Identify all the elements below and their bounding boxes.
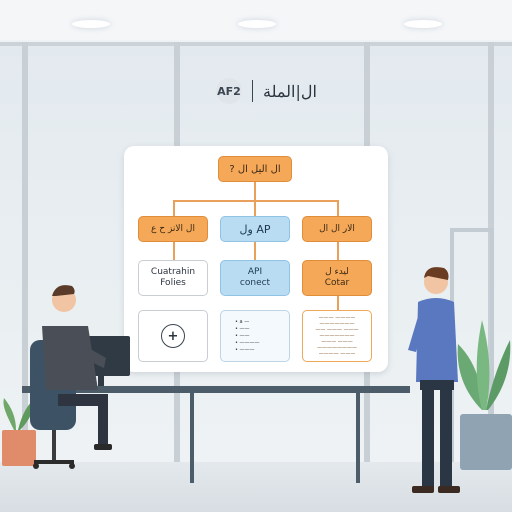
monitor-stand (98, 376, 104, 386)
window-top-frame (0, 42, 512, 46)
connector-line (173, 242, 175, 260)
node-row1-left: ال الانز ح ع (138, 216, 208, 242)
connector-line (254, 200, 256, 216)
list-item: ——————— (319, 321, 355, 327)
plus-icon: + (161, 324, 185, 348)
plant-right (457, 320, 512, 470)
company-logo: AF2 ال|الملة (216, 78, 317, 104)
list-item: ——————— (319, 333, 355, 339)
standing-person (408, 267, 460, 493)
node-row3-right: ——— ———— ——————— —— ——— ——— ——————— ——— … (302, 310, 372, 362)
desk (22, 386, 410, 393)
list-item: —— ——— ——— (315, 327, 359, 333)
seated-person (30, 285, 112, 469)
logo-separator (252, 80, 253, 102)
logo-badge: AF2 (216, 78, 242, 104)
list-item: • ———— (235, 339, 260, 346)
connector-line (173, 200, 339, 202)
list-item: ——— ——— (321, 339, 353, 345)
logo-title: ال|الملة (263, 81, 317, 101)
node-row2-middle: API conect (220, 260, 290, 296)
node-row2-right: ليدء ل Cotar (302, 260, 372, 296)
connector-line (337, 242, 339, 260)
list-item: ———— ——— (318, 351, 356, 357)
list-item: • —— (235, 325, 250, 332)
node-row1-right: الار ال ال (302, 216, 372, 242)
connector-line (337, 200, 339, 216)
node-row3-left: + (138, 310, 208, 362)
node-row1-middle: ول AP (220, 216, 290, 242)
list-item: • ——— (235, 346, 255, 353)
flowchart-board: ? ال اليل ال ال الانز ح ع ول AP الار ال … (124, 146, 388, 372)
connector-line (254, 242, 256, 260)
connector-line (337, 296, 339, 310)
window-frame (22, 42, 28, 462)
plant-left (2, 398, 36, 466)
ceiling-light (72, 20, 110, 28)
node-row2-left: Cuatrahin Folies (138, 260, 208, 296)
list-item: ———————— (317, 345, 357, 351)
list-item: • a — (235, 318, 250, 325)
desk-leg (356, 393, 360, 483)
ceiling-light (404, 20, 442, 28)
list-item: ——— ———— (318, 315, 356, 321)
connector-line (173, 200, 175, 216)
ceiling-light (238, 20, 276, 28)
node-row3-middle: • a — • —— • —— • ———— • ——— (220, 310, 290, 362)
desk-leg (190, 393, 194, 483)
list-item: • —— (235, 332, 250, 339)
connector-line (254, 182, 256, 200)
top-node: ? ال اليل ال (218, 156, 292, 182)
